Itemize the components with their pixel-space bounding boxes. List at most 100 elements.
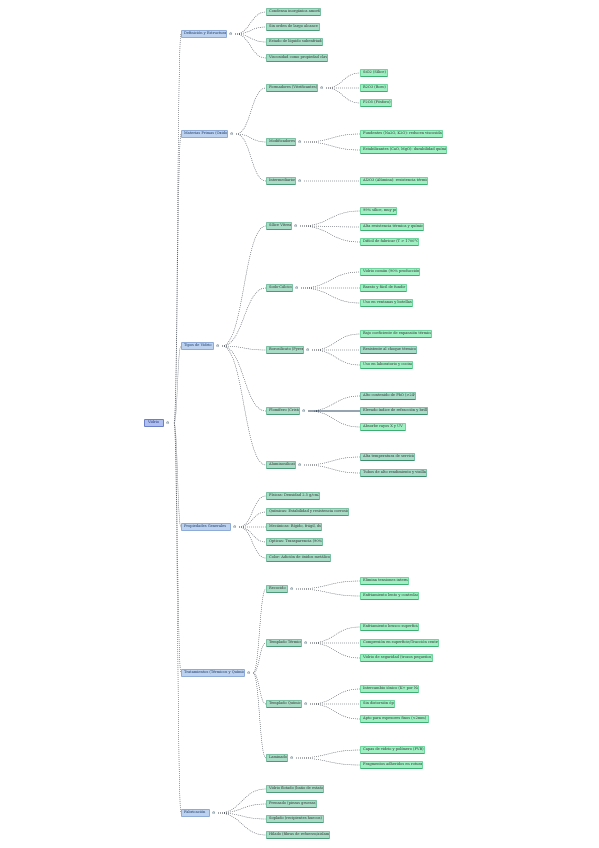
leaf-node[interactable]: Vidrio común (90% producción): [360, 268, 420, 276]
connector-line: [311, 349, 361, 366]
category-propiedades[interactable]: Propiedades Generales: [181, 523, 231, 531]
leaf-node[interactable]: Físicas: Densidad 2.5 g/cm3: [266, 492, 320, 500]
connector-line: [234, 11, 267, 35]
leaf-node[interactable]: Condensa inorgánica amorfa: [266, 8, 321, 16]
leaf-node[interactable]: Uso en laboratorio y cocina: [360, 361, 413, 369]
collapse-toggle-icon[interactable]: ⊖: [216, 343, 220, 348]
leaf-node[interactable]: Prensado (piezas gruesas): [266, 800, 317, 808]
connector-line: [295, 757, 361, 766]
collapse-toggle-icon[interactable]: ⊖: [304, 701, 308, 706]
connector-line: [300, 287, 361, 304]
subcategory-templado-quimico[interactable]: Templado Químico: [266, 700, 302, 708]
connector-line: [303, 141, 361, 151]
leaf-node[interactable]: Alto contenido de PbO (>24%): [360, 392, 416, 400]
leaf-node[interactable]: P2O5 (Fósforo): [360, 99, 392, 107]
collapse-toggle-icon[interactable]: ⊖: [320, 85, 324, 90]
subcategory-laminado[interactable]: Laminado: [266, 754, 288, 762]
subcategory-modificadores[interactable]: Modificadores: [266, 138, 296, 146]
collapse-toggle-icon[interactable]: ⊖: [233, 524, 237, 529]
leaf-node[interactable]: Fundentes (Na2O, K2O): reducen viscosida…: [360, 130, 443, 138]
leaf-node[interactable]: Alta resistencia térmica y química: [360, 223, 424, 231]
connector-line: [238, 526, 267, 543]
leaf-node[interactable]: Difícil de fabricar (T > 1700°C): [360, 238, 419, 246]
subcategory-silice-vitrea[interactable]: Sílice Vítrea: [266, 222, 292, 230]
leaf-node[interactable]: 99% sílice, muy puro: [360, 207, 397, 215]
leaf-node[interactable]: B2O3 (Boro): [360, 84, 388, 92]
connector-line: [300, 271, 361, 289]
category-tipos[interactable]: Tipos de Vidrio: [181, 342, 214, 350]
leaf-node[interactable]: Barato y fácil de fundir: [360, 284, 407, 292]
leaf-node[interactable]: Estabilizantes (CaO, MgO): durabilidad q…: [360, 146, 447, 154]
collapse-toggle-icon[interactable]: ⊖: [290, 755, 294, 760]
collapse-toggle-icon[interactable]: ⊖: [290, 586, 294, 591]
connector-line: [303, 133, 361, 143]
leaf-node[interactable]: Tubos de alto rendimiento y visillas: [360, 469, 427, 477]
leaf-node[interactable]: Absorbe rayos X y UV: [360, 423, 406, 431]
leaf-node[interactable]: Uso en ventanas y botellas: [360, 299, 413, 307]
leaf-node[interactable]: Resistente al choque térmico: [360, 346, 417, 354]
leaf-node[interactable]: Apto para espesores finos (<2mm): [360, 715, 429, 723]
leaf-node[interactable]: Al2O3 (Alúmina): resistencia térmica: [360, 177, 428, 185]
subcategory-intermediarios[interactable]: Intermediarios: [266, 177, 296, 185]
collapse-toggle-icon[interactable]: ⊖: [302, 408, 306, 413]
leaf-node[interactable]: Fragmentos adheridos en rotura: [360, 761, 423, 769]
collapse-toggle-icon[interactable]: ⊖: [294, 223, 298, 228]
collapse-toggle-icon[interactable]: ⊖: [247, 670, 251, 675]
subcategory-borosilicato[interactable]: Borosilicato (Pyrex): [266, 346, 304, 354]
leaf-node[interactable]: Estado de líquido subenfriado: [266, 38, 323, 46]
subcategory-formadores[interactable]: Formadores (Vitrificantes): [266, 84, 318, 92]
leaf-node[interactable]: Compresión en superficie/Tracción centro: [360, 639, 439, 647]
connector-line: [238, 511, 267, 528]
connector-line: [295, 588, 361, 597]
leaf-node[interactable]: Viscosidad como propiedad clave: [266, 54, 328, 62]
leaf-node[interactable]: Alta temperatura de servicio: [360, 453, 415, 461]
collapse-toggle-icon[interactable]: ⊖: [298, 178, 302, 183]
leaf-node[interactable]: Soplado (recipientes huecos): [266, 815, 324, 823]
leaf-node[interactable]: Elevado índice de refracción y brillo: [360, 407, 428, 415]
leaf-node[interactable]: Vidrio de seguridad (trozos pequeños): [360, 654, 433, 662]
leaf-node[interactable]: Color: Adición de óxidos metálicos: [266, 554, 331, 562]
category-fabricacion[interactable]: Fabricación: [181, 809, 210, 817]
collapse-toggle-icon[interactable]: ⊖: [230, 131, 234, 136]
connector-line: [234, 33, 267, 59]
collapse-toggle-icon[interactable]: ⊖: [212, 810, 216, 815]
connector-line: [309, 688, 361, 705]
subcategory-sodo-calcico[interactable]: Sodo-Cálcico: [266, 284, 293, 292]
leaf-node[interactable]: Capas de vidrio y polímero (PVB): [360, 746, 425, 754]
leaf-node[interactable]: SiO2 (Sílice): [360, 69, 388, 77]
subcategory-aluminosilicato[interactable]: Aluminosilicato: [266, 461, 296, 469]
leaf-node[interactable]: Mecánicas: Rígido, frágil, duro: [266, 523, 322, 531]
connector-line: [221, 225, 267, 347]
collapse-toggle-icon[interactable]: ⊖: [295, 285, 299, 290]
connector-line: [173, 345, 182, 424]
connector-line: [221, 345, 267, 412]
collapse-toggle-icon[interactable]: ⊖: [304, 640, 308, 645]
collapse-toggle-icon[interactable]: ⊖: [298, 139, 302, 144]
collapse-toggle-icon[interactable]: ⊖: [306, 347, 310, 352]
leaf-node[interactable]: Elimina tensiones internas: [360, 577, 409, 585]
leaf-node[interactable]: Sin distorsión óptica: [360, 700, 395, 708]
leaf-node[interactable]: Intercambio iónico (K+ por Na+): [360, 685, 419, 693]
subcategory-recocido[interactable]: Recocido: [266, 585, 288, 593]
connector-line: [238, 526, 267, 559]
leaf-node[interactable]: Sin orden de largo alcance: [266, 23, 320, 31]
subcategory-plomifero[interactable]: Plomífero (Cristal): [266, 407, 300, 415]
category-tratamientos[interactable]: Tratamientos (Térmicos y Químicos): [181, 669, 245, 677]
leaf-node[interactable]: Vidrio flotado (baño de estaño): [266, 785, 324, 793]
leaf-node[interactable]: Bajo coeficiente de expansión térmica: [360, 330, 432, 338]
leaf-node[interactable]: Enfriamiento lento y controlado: [360, 592, 419, 600]
category-materias-primas[interactable]: Materias Primas (Óxidos): [181, 130, 228, 138]
category-definicion[interactable]: Definición y Estructura: [181, 30, 227, 38]
connector-line: [217, 803, 267, 814]
leaf-node[interactable]: Ópticas: Transparencia (90% luz): [266, 538, 323, 546]
collapse-toggle-icon[interactable]: ⊖: [166, 420, 170, 425]
collapse-toggle-icon[interactable]: ⊖: [229, 31, 233, 36]
leaf-node[interactable]: Químicas: Estabilidad y resistencia corr…: [266, 508, 349, 516]
connector-line: [295, 580, 361, 590]
root-node[interactable]: Vidrio: [144, 419, 164, 427]
leaf-node[interactable]: Hilado (fibras de refuerzo/aislam): [266, 831, 330, 839]
collapse-toggle-icon[interactable]: ⊖: [298, 462, 302, 467]
subcategory-templado-termico[interactable]: Templado Térmico: [266, 639, 302, 647]
leaf-node[interactable]: Enfriamiento brusco superficial: [360, 623, 419, 631]
